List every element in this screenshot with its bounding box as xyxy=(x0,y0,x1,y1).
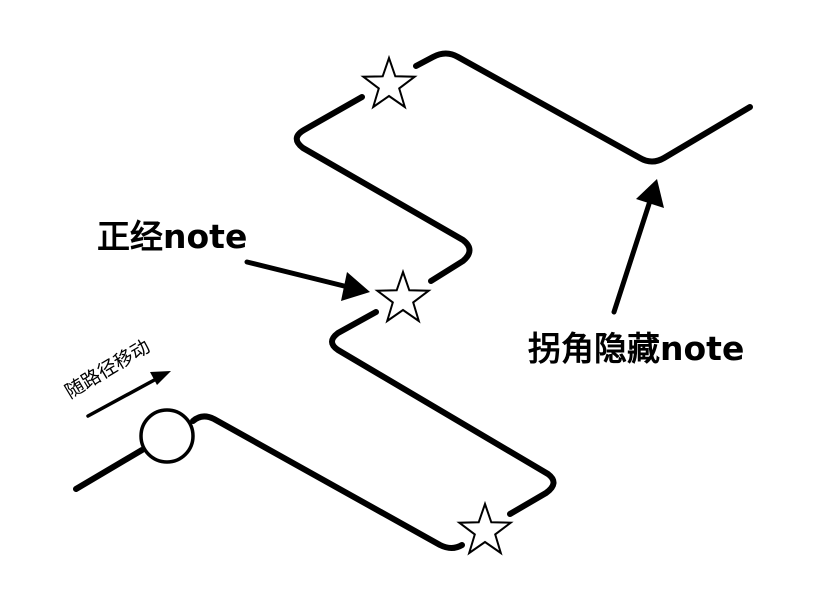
track-segment-start xyxy=(73,447,145,492)
track-segment-upper-rise xyxy=(293,94,473,284)
arrow-hidden-note xyxy=(611,179,664,315)
track-segment-top xyxy=(413,50,753,165)
label-hidden-note: 拐角隐藏note xyxy=(528,329,744,368)
track-segment-bottom xyxy=(190,413,465,551)
track-segment-lower-rise xyxy=(329,309,557,517)
star-icon-middle xyxy=(374,268,432,324)
arrow-movement xyxy=(86,371,171,418)
star-icon-upper xyxy=(360,54,418,110)
circle-icon-player xyxy=(139,408,195,464)
arrow-normal-note xyxy=(244,259,370,301)
label-normal-note: 正经note xyxy=(97,217,247,256)
label-move-along: 随路径移动 xyxy=(61,335,154,403)
track-path xyxy=(73,50,753,551)
star-icon-lower xyxy=(456,500,514,556)
